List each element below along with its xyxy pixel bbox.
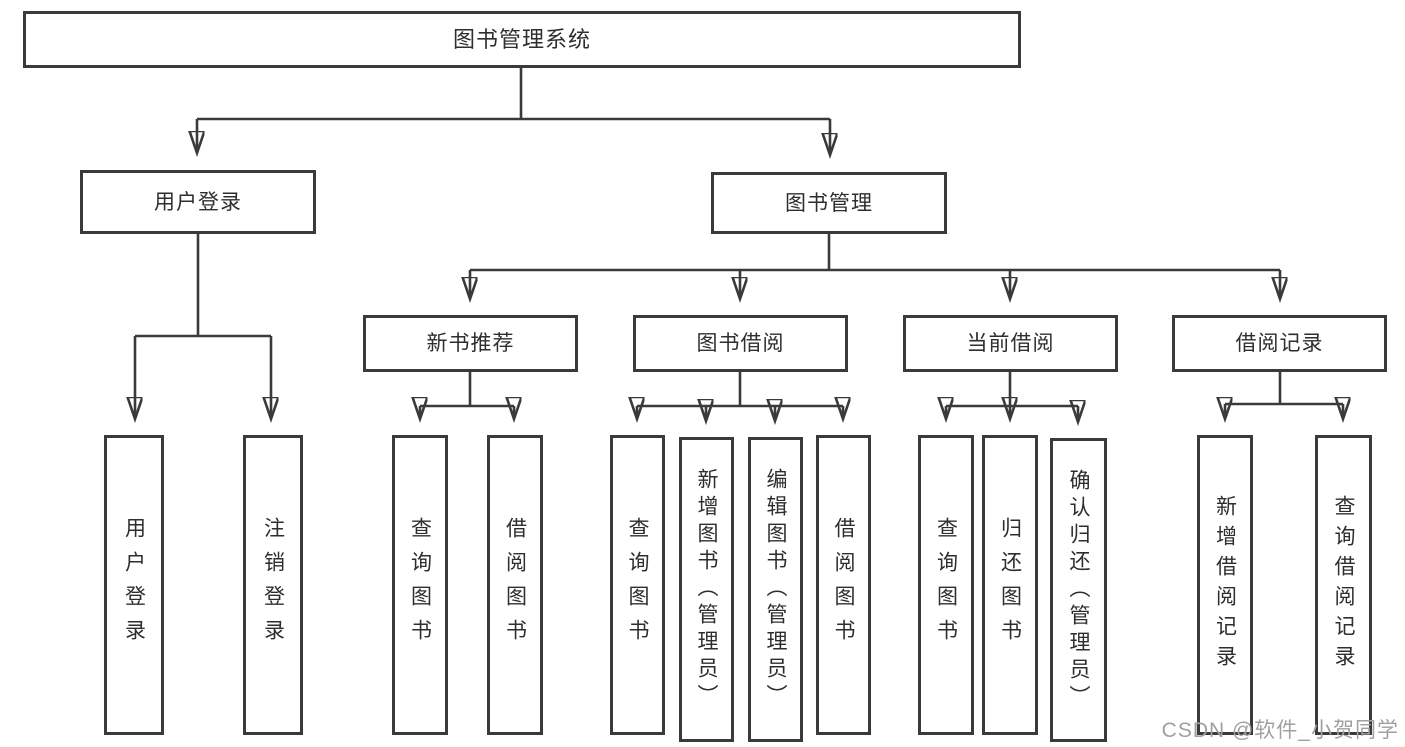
node-book-borrowing-label: 图书借阅	[696, 332, 785, 355]
node-logout: 注销登录	[243, 435, 303, 735]
node-query-books-1: 查询图书	[392, 435, 448, 735]
node-borrowing-records: 借阅记录	[1172, 315, 1387, 372]
node-borrow-books-2-label: 借阅图书	[832, 517, 855, 653]
node-add-borrow-record-label: 新增借阅记录	[1213, 495, 1237, 675]
node-borrowing-records-label: 借阅记录	[1235, 332, 1324, 355]
node-book-borrowing: 图书借阅	[633, 315, 848, 372]
node-query-borrow-record-label: 查询借阅记录	[1332, 495, 1355, 675]
node-root: 图书管理系统	[23, 11, 1021, 68]
node-query-books-2-label: 查询图书	[626, 517, 649, 653]
csdn-watermark: CSDN @软件_小贺同学	[1161, 719, 1399, 742]
node-add-borrow-record: 新增借阅记录	[1197, 435, 1253, 735]
node-edit-books-admin: 编辑图书（管理员）	[748, 437, 803, 742]
node-user-login-label: 用户登录	[122, 517, 146, 653]
node-edit-books-admin-label: 编辑图书（管理员）	[764, 468, 787, 711]
node-book-management-label: 图书管理	[785, 191, 873, 215]
node-current-borrowing-label: 当前借阅	[966, 332, 1055, 355]
node-logout-label: 注销登录	[261, 517, 285, 653]
node-current-borrowing: 当前借阅	[903, 315, 1118, 372]
node-user-login-group: 用户登录	[80, 170, 316, 234]
node-root-label: 图书管理系统	[452, 26, 591, 52]
node-book-management: 图书管理	[711, 172, 947, 234]
node-borrow-books-1: 借阅图书	[487, 435, 543, 735]
node-return-books: 归还图书	[982, 435, 1038, 735]
node-confirm-return-admin: 确认归还（管理员）	[1050, 438, 1107, 742]
node-query-borrow-record: 查询借阅记录	[1315, 435, 1372, 735]
node-query-books-3-label: 查询图书	[934, 517, 958, 653]
node-new-book-recommend-label: 新书推荐	[426, 332, 515, 355]
node-borrow-books-1-label: 借阅图书	[503, 517, 527, 653]
node-add-books-admin: 新增图书（管理员）	[679, 437, 734, 742]
node-new-book-recommend: 新书推荐	[363, 315, 578, 372]
node-user-login: 用户登录	[104, 435, 164, 735]
node-query-books-1-label: 查询图书	[408, 517, 432, 653]
node-user-login-group-label: 用户登录	[154, 190, 242, 214]
node-borrow-books-2: 借阅图书	[816, 435, 871, 735]
node-query-books-3: 查询图书	[918, 435, 974, 735]
node-return-books-label: 归还图书	[998, 517, 1022, 653]
node-confirm-return-admin-label: 确认归还（管理员）	[1067, 468, 1090, 712]
node-add-books-admin-label: 新增图书（管理员）	[695, 468, 718, 711]
node-query-books-2: 查询图书	[610, 435, 665, 735]
